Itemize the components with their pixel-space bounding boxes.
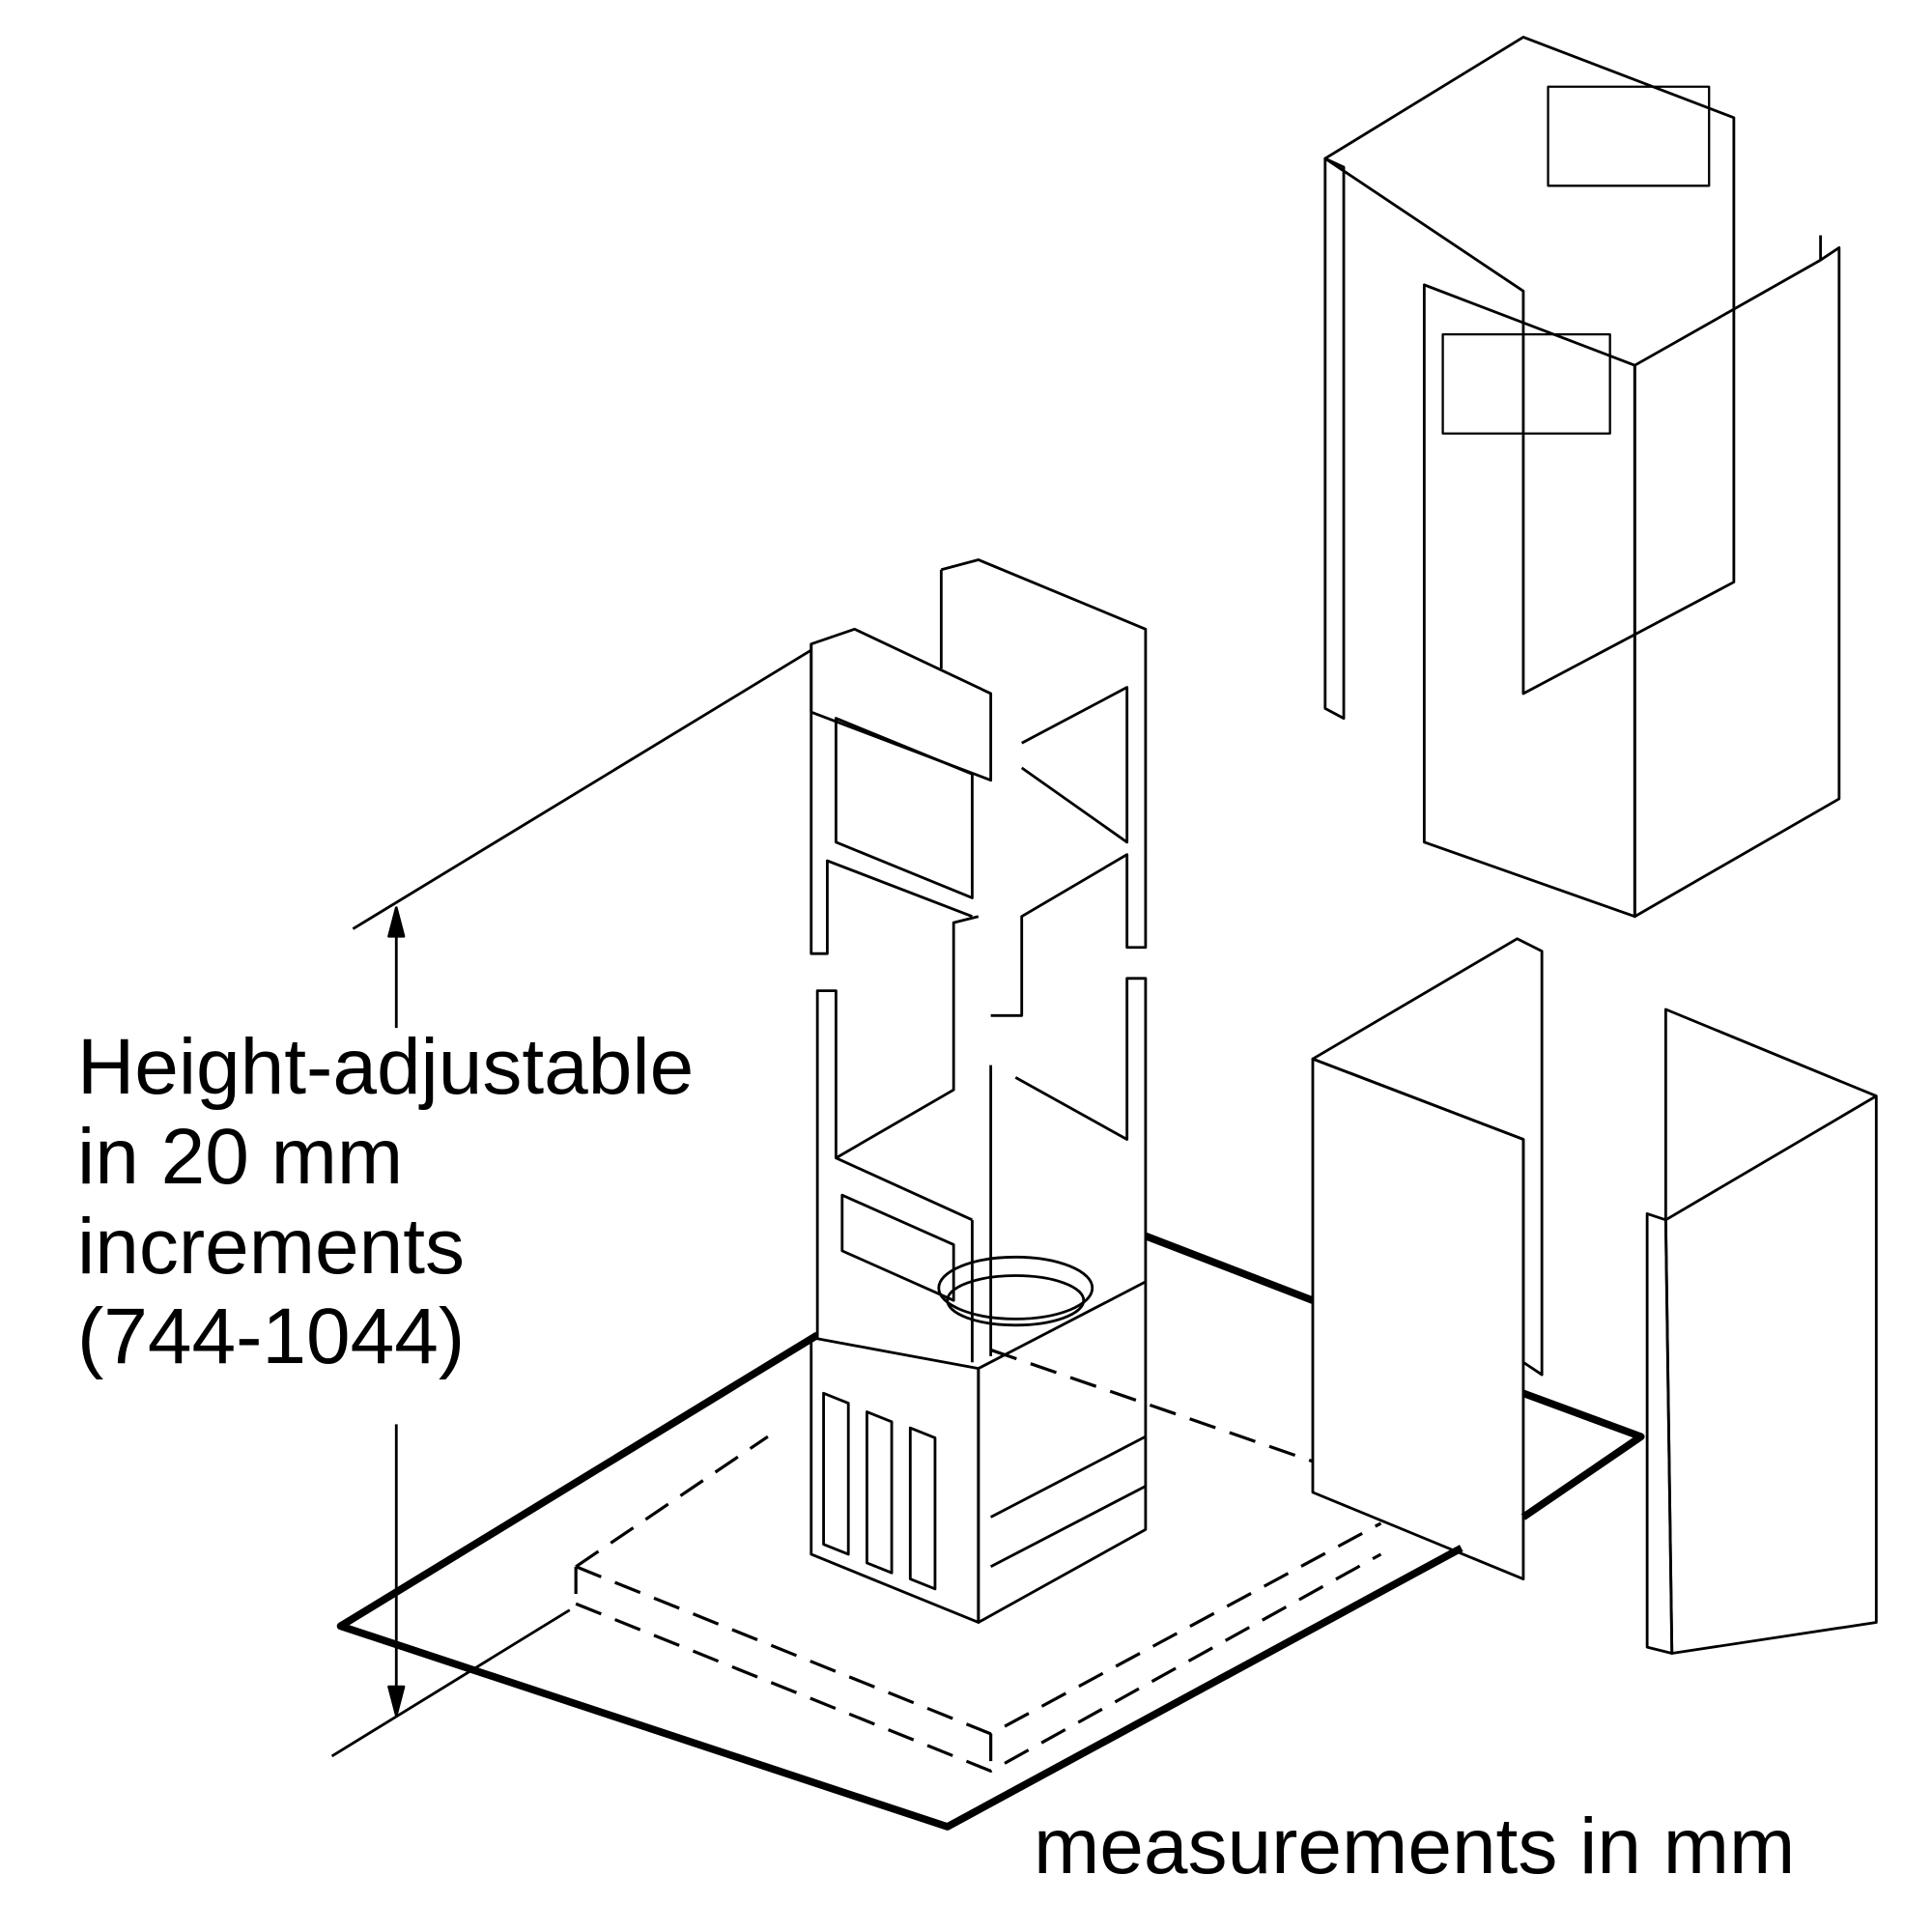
upper-chimney — [1323, 36, 1841, 919]
annotation-line: Height-adjustable — [77, 1023, 695, 1111]
annotation-line: in 20 mm — [77, 1113, 404, 1201]
height-adjustable-annotation: Height-adjustable in 20 mm increments (7… — [77, 1022, 694, 1381]
ceiling-plate — [336, 1232, 1645, 1831]
height-dimension — [330, 648, 812, 1758]
hood-footprint — [574, 1348, 1382, 1773]
mounting-frame — [810, 558, 1148, 1624]
units-note: measurements in mm — [1034, 1803, 1796, 1890]
lower-chimney — [1311, 937, 1878, 1655]
annotation-line: (744-1044) — [77, 1293, 466, 1380]
annotation-line: increments — [77, 1203, 466, 1291]
